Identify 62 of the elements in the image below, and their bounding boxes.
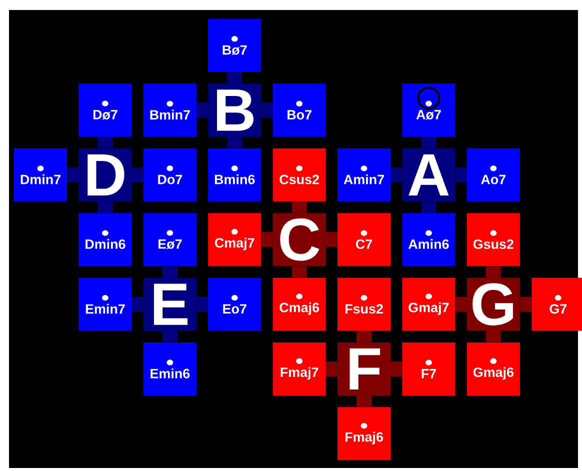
chord-square: C7 [338, 213, 390, 266]
connector-bar [227, 72, 242, 84]
chord-square: Fmaj6 [338, 407, 390, 460]
chord-square: Cmaj7 [208, 213, 262, 266]
chord-square: Amin7 [338, 148, 390, 202]
chord-square: Csus2 [272, 148, 326, 202]
connector-bar [390, 167, 402, 182]
connector-bar [326, 361, 338, 376]
connector-bar [227, 136, 242, 148]
connector-bar [356, 396, 372, 407]
connector-bar [132, 167, 144, 182]
chord-square: Gmaj6 [466, 342, 520, 396]
hub-square: F [338, 342, 390, 396]
chord-square: Dmin7 [14, 148, 67, 202]
hub-square: D [78, 148, 132, 202]
chord-square: Bo7 [272, 84, 326, 137]
connector-bar [196, 296, 208, 312]
chord-square: Eo7 [208, 278, 262, 331]
connector-bar [455, 167, 467, 182]
chord-square: Dø7 [78, 84, 132, 137]
connector-bar [261, 102, 273, 118]
chord-square: Cmaj6 [272, 278, 326, 331]
chord-square: Eø7 [143, 213, 196, 266]
connector-bar [390, 361, 402, 376]
connector-bar [162, 330, 178, 342]
chord-square: Bø7 [208, 19, 262, 72]
connector-bar [455, 296, 467, 312]
connector-bar [132, 296, 144, 312]
chord-square: Emin6 [143, 342, 196, 396]
connector-bar [356, 330, 372, 342]
hub-square: G [466, 278, 520, 331]
chord-square: Do7 [143, 148, 196, 202]
chord-square: Fsus2 [338, 278, 390, 331]
connector-bar [292, 266, 307, 278]
connector-bar [421, 136, 436, 148]
connector-bar [67, 167, 78, 182]
hub-square: B [208, 84, 262, 137]
connector-bar [98, 136, 113, 148]
connector-bar [520, 296, 532, 312]
connector-bar [98, 202, 113, 213]
connector-bar [486, 330, 501, 342]
chord-square: Emin7 [78, 278, 132, 331]
connector-bar [292, 202, 307, 213]
chord-square: Dmin6 [78, 213, 132, 266]
chord-square: Amin6 [402, 213, 456, 266]
chord-square: Gmaj7 [402, 278, 456, 331]
connector-bar [261, 232, 273, 248]
chord-square: Bmin6 [208, 148, 262, 202]
chord-square: Aø7 [402, 84, 456, 137]
connector-bar [162, 266, 178, 278]
connector-bar [421, 202, 436, 213]
hub-square: E [143, 278, 196, 331]
chord-square: Bmin7 [143, 84, 196, 137]
chord-square: Ao7 [466, 148, 520, 202]
chord-square: Gsus2 [466, 213, 520, 266]
hub-square: C [272, 213, 326, 266]
connector-bar [486, 266, 501, 278]
hub-square: A [402, 148, 456, 202]
chord-square: Fmaj7 [272, 342, 326, 396]
chord-square: F7 [402, 342, 456, 396]
connector-bar [196, 102, 208, 118]
connector-bar [326, 232, 338, 248]
